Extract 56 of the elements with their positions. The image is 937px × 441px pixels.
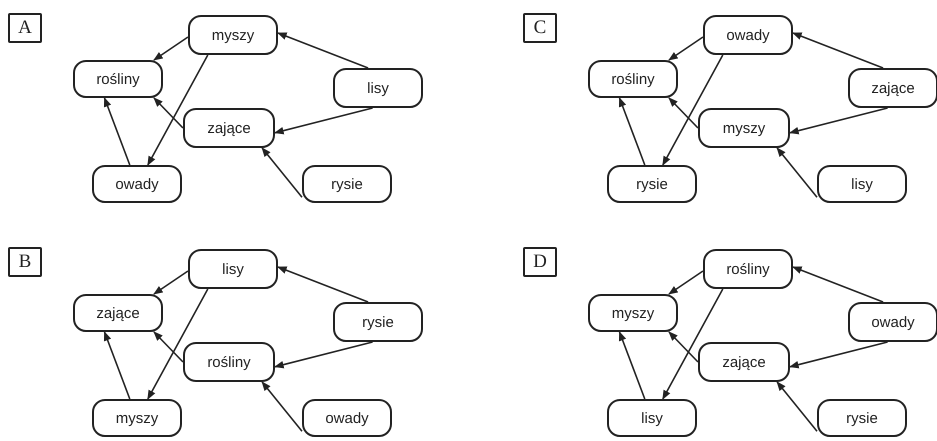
panel-letter: C [523,13,557,43]
arrow [618,331,646,400]
arrow [277,266,368,303]
species-box: owady [848,302,937,342]
arrow [618,97,646,166]
species-box: rysie [607,165,697,203]
arrow [147,288,208,400]
species-box: zające [848,68,937,108]
species-box: owady [92,165,182,203]
species-box: rysie [302,165,392,203]
panel-letter: B [8,247,42,277]
species-box: owady [703,15,793,55]
species-box: zające [183,108,275,148]
species-box: rośliny [588,60,678,98]
arrow [668,97,699,129]
species-box: lisy [188,249,278,289]
species-box: zające [73,294,163,332]
arrow [274,341,373,368]
species-box: rośliny [183,342,275,382]
arrow [277,32,368,69]
species-box: rośliny [73,60,163,98]
arrow [662,288,724,400]
species-box: zające [698,342,790,382]
arrow [789,107,888,134]
panel-letter: A [8,13,42,43]
arrow [668,270,704,295]
arrow [262,147,303,198]
species-box: myszy [188,15,278,55]
arrow [153,331,184,363]
species-box: rysie [817,399,907,437]
arrow [776,381,818,432]
arrow [792,32,884,69]
species-box: myszy [698,108,790,148]
species-box: rośliny [703,249,793,289]
arrow [662,54,724,166]
panel-letter: D [523,247,557,277]
species-box: lisy [817,165,907,203]
arrow [153,36,188,61]
arrow [104,97,131,166]
arrow [153,97,184,129]
species-box: myszy [92,399,182,437]
arrow [789,341,888,368]
arrow [274,107,373,134]
arrow [776,147,818,198]
arrow [792,266,884,303]
species-box: lisy [333,68,423,108]
species-box: myszy [588,294,678,332]
species-box: owady [302,399,392,437]
arrow [668,331,699,363]
arrow [668,36,704,61]
species-box: lisy [607,399,697,437]
arrow [104,331,131,400]
arrow [262,381,303,432]
species-box: rysie [333,302,423,342]
arrow [147,54,208,166]
arrow [153,270,188,295]
